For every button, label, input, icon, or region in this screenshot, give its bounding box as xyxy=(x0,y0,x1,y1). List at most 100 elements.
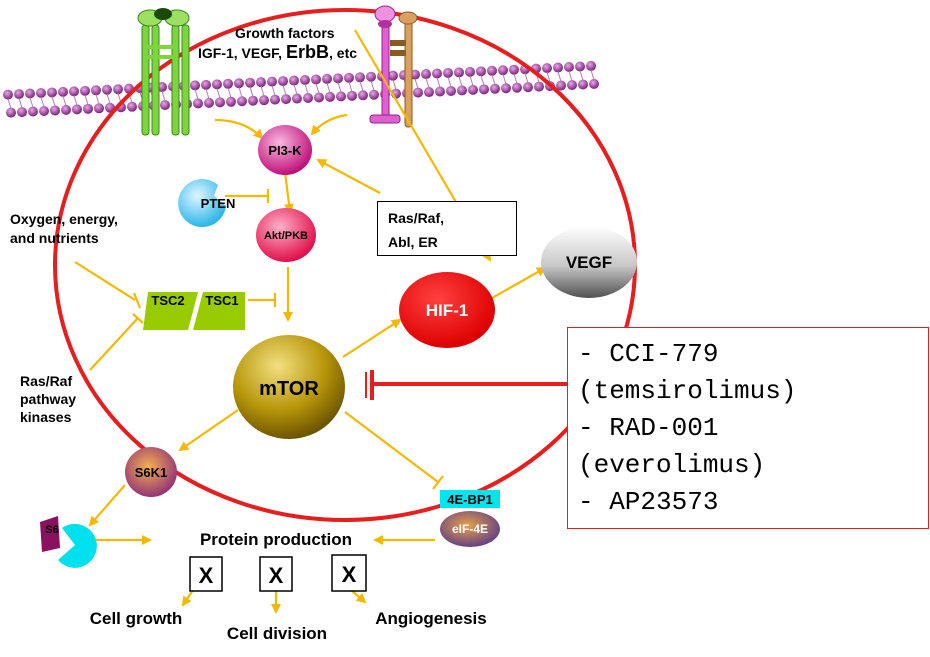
pten-label: PTEN xyxy=(201,196,236,211)
membrane-bead xyxy=(102,84,112,95)
membrane-bead xyxy=(127,101,137,112)
growth-factor-receptor-green xyxy=(137,8,190,136)
membrane-tail xyxy=(194,89,199,100)
membrane-bead xyxy=(556,80,566,91)
membrane-bead xyxy=(226,96,236,107)
membrane-bead xyxy=(575,61,585,72)
membrane-tail xyxy=(546,71,551,83)
membrane-bead xyxy=(465,66,475,77)
membrane-tail xyxy=(425,77,430,89)
pten-node xyxy=(178,179,226,228)
membrane-bead xyxy=(300,75,310,85)
membrane-bead xyxy=(501,83,511,94)
membrane-bead xyxy=(72,104,82,115)
hif1-node xyxy=(399,272,495,348)
membrane-bead xyxy=(534,81,544,92)
membrane-bead xyxy=(446,85,456,96)
x-mark-cell-division: X xyxy=(269,563,284,588)
drug-line: (everolimus) xyxy=(578,450,766,480)
membrane-tail xyxy=(359,81,364,92)
growth-factors-title: Growth factors xyxy=(235,25,335,41)
membrane-bead xyxy=(468,84,478,95)
membrane-bead xyxy=(39,105,49,116)
inhibit-oxygen-tsc xyxy=(74,261,136,301)
drug-inhibition-line xyxy=(365,370,567,400)
membrane-bead xyxy=(479,84,489,95)
membrane-tail xyxy=(282,84,287,96)
membrane-bead xyxy=(80,85,90,96)
membrane-tail xyxy=(414,78,419,89)
membrane-bead xyxy=(113,84,123,95)
membrane-bead xyxy=(204,97,214,108)
membrane-bead xyxy=(47,87,57,98)
drug-line: (temsirolimus) xyxy=(578,376,797,406)
membrane-bead xyxy=(490,83,500,94)
membrane-bead xyxy=(457,85,467,96)
membrane-bead xyxy=(91,85,101,96)
membrane-bead xyxy=(509,64,519,75)
membrane-tail xyxy=(304,83,309,95)
membrane-tail xyxy=(260,86,265,97)
blocked-box-cell-growth xyxy=(189,556,223,592)
membrane-bead xyxy=(201,79,211,90)
membrane-tail xyxy=(205,88,210,100)
mtor-inhibitor-drug-list: - CCI-779 (temsirolimus) - RAD-001 (ever… xyxy=(567,327,929,529)
membrane-bead xyxy=(366,71,376,82)
membrane-bead xyxy=(36,87,46,98)
arrow-receptor-to-pi3k-right xyxy=(310,113,348,136)
rasraf-abl-er-box: Ras/Raf, Abl, ER xyxy=(377,201,517,256)
membrane-bead xyxy=(281,94,291,105)
arrow-hif-to-vegf xyxy=(491,267,547,299)
membrane-bead xyxy=(347,90,357,101)
blocked-box-angiogenesis xyxy=(331,554,367,592)
membrane-bead xyxy=(432,68,442,79)
tsc2-label: TSC2 xyxy=(151,293,184,308)
membrane-bead xyxy=(270,94,280,105)
membrane-tail xyxy=(271,85,276,96)
membrane-tail xyxy=(480,75,485,86)
pi3k-label: PI3-K xyxy=(268,143,302,158)
membrane-bead xyxy=(61,104,71,115)
growth-factors-line: IGF-1, VEGF,ErbB, etc xyxy=(198,42,357,62)
growth-factors-c: , etc xyxy=(329,45,357,61)
membrane-tail xyxy=(590,69,595,81)
x-mark-angiogenesis: X xyxy=(342,562,357,587)
ebp1-node xyxy=(440,490,500,508)
membrane-tail xyxy=(348,81,353,92)
membrane-bead xyxy=(523,82,533,93)
membrane-bead xyxy=(311,74,321,85)
membrane-bead xyxy=(278,76,288,87)
tsc2-node xyxy=(143,292,198,330)
membrane-bead xyxy=(292,93,302,104)
arrow-pi3k-to-akt xyxy=(283,171,294,214)
oxygen-label-1: Oxygen, energy, xyxy=(10,211,118,227)
membrane-bead xyxy=(336,91,346,102)
membrane-tail xyxy=(447,76,452,88)
membrane-bead xyxy=(160,100,170,111)
membrane-bead xyxy=(567,80,577,91)
membrane-bead xyxy=(58,86,68,97)
membrane-bead xyxy=(190,80,200,91)
membrane-bead xyxy=(212,79,222,90)
membrane-bead xyxy=(589,78,599,89)
membrane-tail xyxy=(7,98,12,109)
s6k1-label: S6K1 xyxy=(135,465,168,480)
akt-label: Akt/PKB xyxy=(264,230,308,242)
membrane-bead xyxy=(325,91,335,102)
membrane-bead xyxy=(512,82,522,93)
membrane-bead xyxy=(237,96,247,107)
membrane-tail xyxy=(557,71,562,82)
drug-line: - RAD-001 xyxy=(578,413,719,443)
membrane-bead xyxy=(553,62,563,73)
inhibit-bar-oxygen xyxy=(132,292,142,309)
membrane-tail xyxy=(227,87,232,98)
arrow-receptor-to-pi3k-left xyxy=(214,118,264,140)
vegf-label: VEGF xyxy=(566,253,612,272)
cell-division-label: Cell division xyxy=(227,624,327,643)
membrane-tail xyxy=(502,74,507,85)
rasraf-box-line-1: Ras/Raf, xyxy=(388,210,445,226)
membrane-bead xyxy=(248,95,258,106)
inhibit-ras-tsc xyxy=(89,317,139,371)
membrane-bead xyxy=(358,90,368,101)
